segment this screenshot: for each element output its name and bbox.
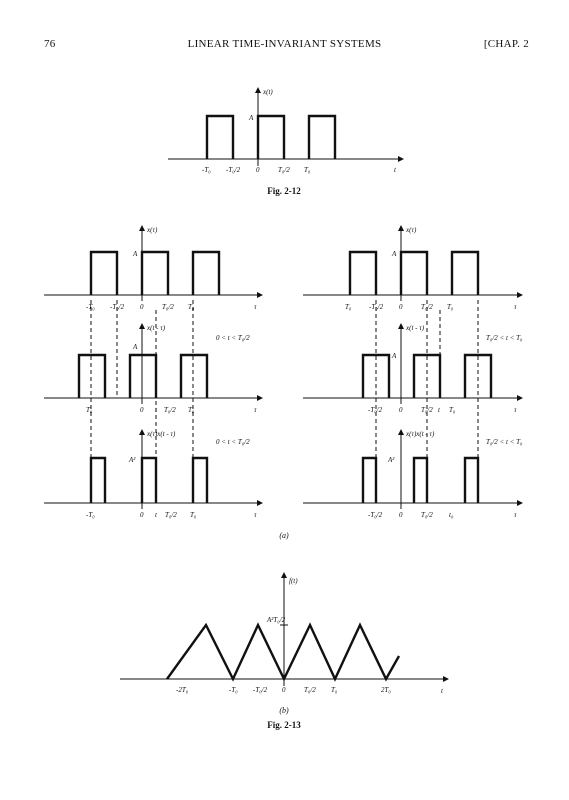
fig-2-12: x(t) A t -T₀ -T₀/2 0 T₀/2 T₀ Fig. 2-12 <box>168 87 404 196</box>
fig13b-y-label: f(t) <box>289 577 298 585</box>
fig-2-13a-left: x(τ) A τ -T₀ -T₀/2 0 T₀/2 T₀ x(t - τ) A … <box>44 225 263 519</box>
fig13a-subcaption: (a) <box>279 531 289 540</box>
right-p3-pulse <box>361 456 378 503</box>
left-p2-condition: 0 < t < T₀/2 <box>216 334 250 342</box>
right-p3-tick: T₀/2 <box>421 511 433 519</box>
right-p2-pulse <box>412 353 442 398</box>
chapter-label: [CHAP. 2 <box>483 38 529 50</box>
left-p2-pulse <box>77 353 107 398</box>
left-p2-pulse <box>128 353 158 398</box>
right-p1-label: x(τ) <box>405 226 417 234</box>
fig12-tick-label: T₀/2 <box>278 166 290 174</box>
right-p2-condition: T₀/2 < t < T₀ <box>486 334 523 342</box>
fig12-x-label: t <box>394 166 397 174</box>
fig12-caption: Fig. 2-12 <box>267 186 301 196</box>
left-p3-pulse <box>191 456 209 503</box>
right-p3-tick: 0 <box>399 511 403 519</box>
fig12-y-label: x(t) <box>262 88 273 96</box>
fig12-tick-label: -T₀/2 <box>226 166 241 174</box>
fig13b-peak-label: A²T₀/2 <box>266 616 286 624</box>
left-p1-pulse <box>89 250 119 295</box>
left-p2-tick: 0 <box>140 406 144 414</box>
left-p3-tick: -T₀ <box>86 511 95 519</box>
left-p2-pulse <box>179 353 209 398</box>
right-p3-pulse <box>412 456 429 503</box>
fig-2-13a-right: x(τ) A τ T₀ -T₀/2 0 T₀/2 T₀ x(t - τ) A T… <box>303 225 523 519</box>
running-title: LINEAR TIME-INVARIANT SYSTEMS <box>187 38 382 50</box>
fig12-tick-label: -T₀ <box>202 166 211 174</box>
right-p2-pulse <box>463 353 493 398</box>
right-p3-label: x(τ)x(t - τ) <box>405 430 435 438</box>
left-p2-amp: A <box>132 343 138 351</box>
right-p2-label: x(t - τ) <box>405 324 425 332</box>
right-p2-tick: -T₀/2 <box>368 406 383 414</box>
right-p1-tick: T₀ <box>447 303 454 311</box>
left-p2-tick: T₀ <box>188 406 195 414</box>
fig13b-tick: 2T₀ <box>381 686 391 694</box>
fig13b-tick: -2T₀ <box>176 686 189 694</box>
right-p3-condition: T₀/2 < t < T₀ <box>486 438 523 446</box>
right-p1-amp: A <box>391 250 397 258</box>
fig13b-tick: 0 <box>282 686 286 694</box>
left-p2-label: x(t - τ) <box>146 324 166 332</box>
left-p1-label: x(τ) <box>146 226 158 234</box>
left-p1-pulse <box>191 250 221 295</box>
left-p2-axis-label: τ <box>254 406 257 414</box>
right-p3-tick: -T₀/2 <box>368 511 383 519</box>
right-p1-pulse <box>399 250 429 295</box>
left-p3-tick: t <box>155 511 158 519</box>
right-p1-tick: 0 <box>399 303 403 311</box>
fig12-amp-label: A <box>248 114 254 122</box>
fig13b-triangle-wave <box>166 622 401 682</box>
right-p2-amp: A <box>391 352 397 360</box>
left-p3-pulse <box>140 456 158 503</box>
left-p1-pulse <box>140 250 170 295</box>
right-p2-tick: t <box>438 406 441 414</box>
left-p2-tick: t <box>155 406 158 414</box>
left-p2-tick: T₀/2 <box>164 406 176 414</box>
left-p3-tick: T₀/2 <box>165 511 177 519</box>
left-p3-axis-label: τ <box>254 511 257 519</box>
left-p3-label: x(τ)x(t - τ) <box>146 430 176 438</box>
left-p3-tick: T₀ <box>190 511 197 519</box>
fig13b-tick: -T₀ <box>229 686 238 694</box>
right-p2-tick: 0 <box>399 406 403 414</box>
right-p1-pulse <box>450 250 480 295</box>
left-p3-amp: A² <box>128 456 136 464</box>
right-p1-axis-label: τ <box>514 303 517 311</box>
fig13b-tick: T₀ <box>331 686 338 694</box>
left-p2-tick: T₀ <box>86 406 93 414</box>
fig13-caption: Fig. 2-13 <box>267 720 301 730</box>
left-p1-amp: A <box>132 250 138 258</box>
right-p1-tick: T₀ <box>345 303 352 311</box>
right-p2-tick: T₀/2 <box>421 406 433 414</box>
right-p3-tick: t₀ <box>449 511 454 519</box>
left-p3-condition: 0 < t < T₀/2 <box>216 438 250 446</box>
fig12-pulse-2 <box>256 114 286 159</box>
left-p1-tick: 0 <box>140 303 144 311</box>
fig13b-subcaption: (b) <box>279 706 289 715</box>
left-p3-tick: 0 <box>140 511 144 519</box>
page-number: 76 <box>44 38 56 50</box>
right-p3-pulse <box>463 456 480 503</box>
left-p1-tick: T₀ <box>188 303 195 311</box>
left-p1-axis-label: τ <box>254 303 257 311</box>
fig13b-tick: T₀/2 <box>304 686 316 694</box>
left-p1-tick: T₀/2 <box>162 303 174 311</box>
left-p3-pulse <box>89 456 107 503</box>
right-p3-axis-label: τ <box>514 511 517 519</box>
fig12-pulse-1 <box>205 114 235 159</box>
fig12-pulse-3 <box>307 114 337 159</box>
fig12-tick-label: T₀ <box>304 166 311 174</box>
right-p2-tick: T₀ <box>449 406 456 414</box>
right-p2-axis-label: τ <box>514 406 517 414</box>
fig13b-tick: -T₀/2 <box>253 686 268 694</box>
right-p1-pulse <box>348 250 378 295</box>
fig12-tick-label: 0 <box>256 166 260 174</box>
right-p2-pulse <box>361 353 391 398</box>
fig-2-13b: f(t) A²T₀/2 t -2T₀ -T₀ -T₀/2 0 T₀/2 T₀ 2… <box>120 572 449 730</box>
fig13b-x-label: t <box>441 687 444 695</box>
right-p3-amp: A² <box>387 456 395 464</box>
